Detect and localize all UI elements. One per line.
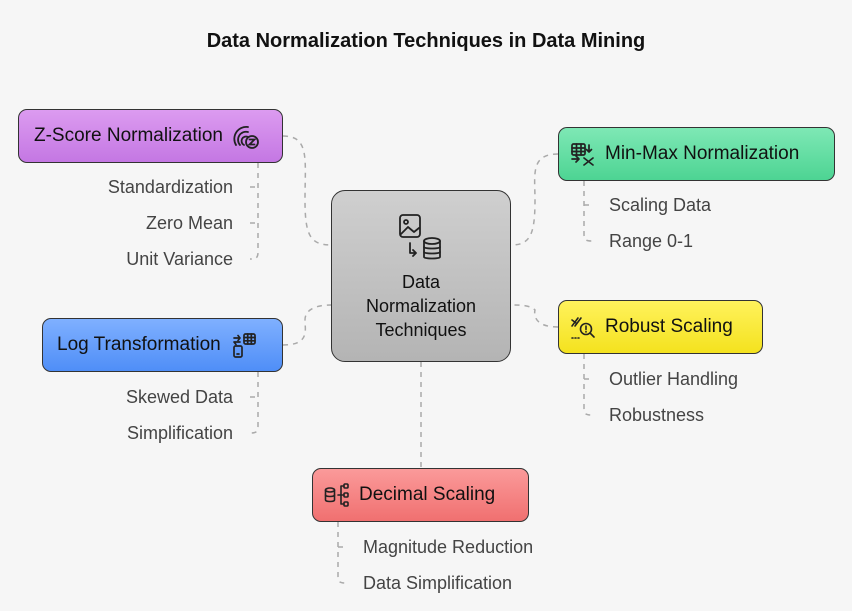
connector-log bbox=[282, 304, 332, 346]
leaf-robustness: Robustness bbox=[609, 405, 705, 425]
table-shuffle-icon bbox=[571, 143, 594, 166]
node-robust-scaling: Robust Scaling bbox=[558, 300, 763, 354]
leaf-skewed-data: Skewed Data bbox=[125, 387, 233, 407]
leaf-magnitude-reduction: Magnitude Reduction bbox=[363, 537, 534, 557]
image-database-icon bbox=[399, 214, 441, 260]
z-signal-icon bbox=[233, 126, 259, 149]
database-tree-icon bbox=[324, 483, 349, 507]
leaf-zero-mean: Zero Mean bbox=[145, 213, 233, 233]
connector-robust bbox=[510, 304, 559, 328]
leaf-connector-decimal bbox=[337, 522, 347, 584]
outlier-search-icon bbox=[571, 317, 595, 339]
node-log-transformation: Log Transformation bbox=[42, 318, 283, 372]
diagram-title: Data Normalization Techniques in Data Mi… bbox=[206, 30, 646, 52]
node-label: Min-Max Normalization bbox=[605, 143, 800, 164]
leaf-scaling-data: Scaling Data bbox=[609, 195, 712, 215]
leaf-connector-robust bbox=[583, 354, 593, 416]
node-zscore-normalization: Z-Score Normalization bbox=[18, 109, 283, 163]
leaf-simplification: Simplification bbox=[126, 423, 233, 443]
device-table-icon bbox=[232, 333, 256, 358]
leaf-standardization: Standardization bbox=[107, 177, 233, 197]
node-decimal-scaling: Decimal Scaling bbox=[312, 468, 529, 522]
node-label: Log Transformation bbox=[57, 334, 221, 355]
leaf-outlier-handling: Outlier Handling bbox=[609, 369, 739, 389]
connector-zscore bbox=[282, 135, 332, 246]
node-label: Robust Scaling bbox=[605, 316, 733, 337]
node-label: Z-Score Normalization bbox=[34, 125, 223, 146]
leaf-unit-variance: Unit Variance bbox=[126, 249, 233, 269]
leaf-connector-zscore bbox=[249, 163, 259, 260]
leaf-connector-log bbox=[249, 372, 259, 434]
leaf-range-0-1: Range 0-1 bbox=[609, 231, 694, 251]
connector-minmax bbox=[510, 153, 559, 246]
center-node: Data Normalization Techniques bbox=[331, 190, 511, 362]
node-minmax-normalization: Min-Max Normalization bbox=[558, 127, 835, 181]
leaf-data-simplification: Data Simplification bbox=[363, 573, 513, 593]
node-label: Decimal Scaling bbox=[359, 484, 496, 505]
leaf-connector-minmax bbox=[583, 181, 593, 242]
center-label: Data Normalization Techniques bbox=[365, 272, 477, 340]
